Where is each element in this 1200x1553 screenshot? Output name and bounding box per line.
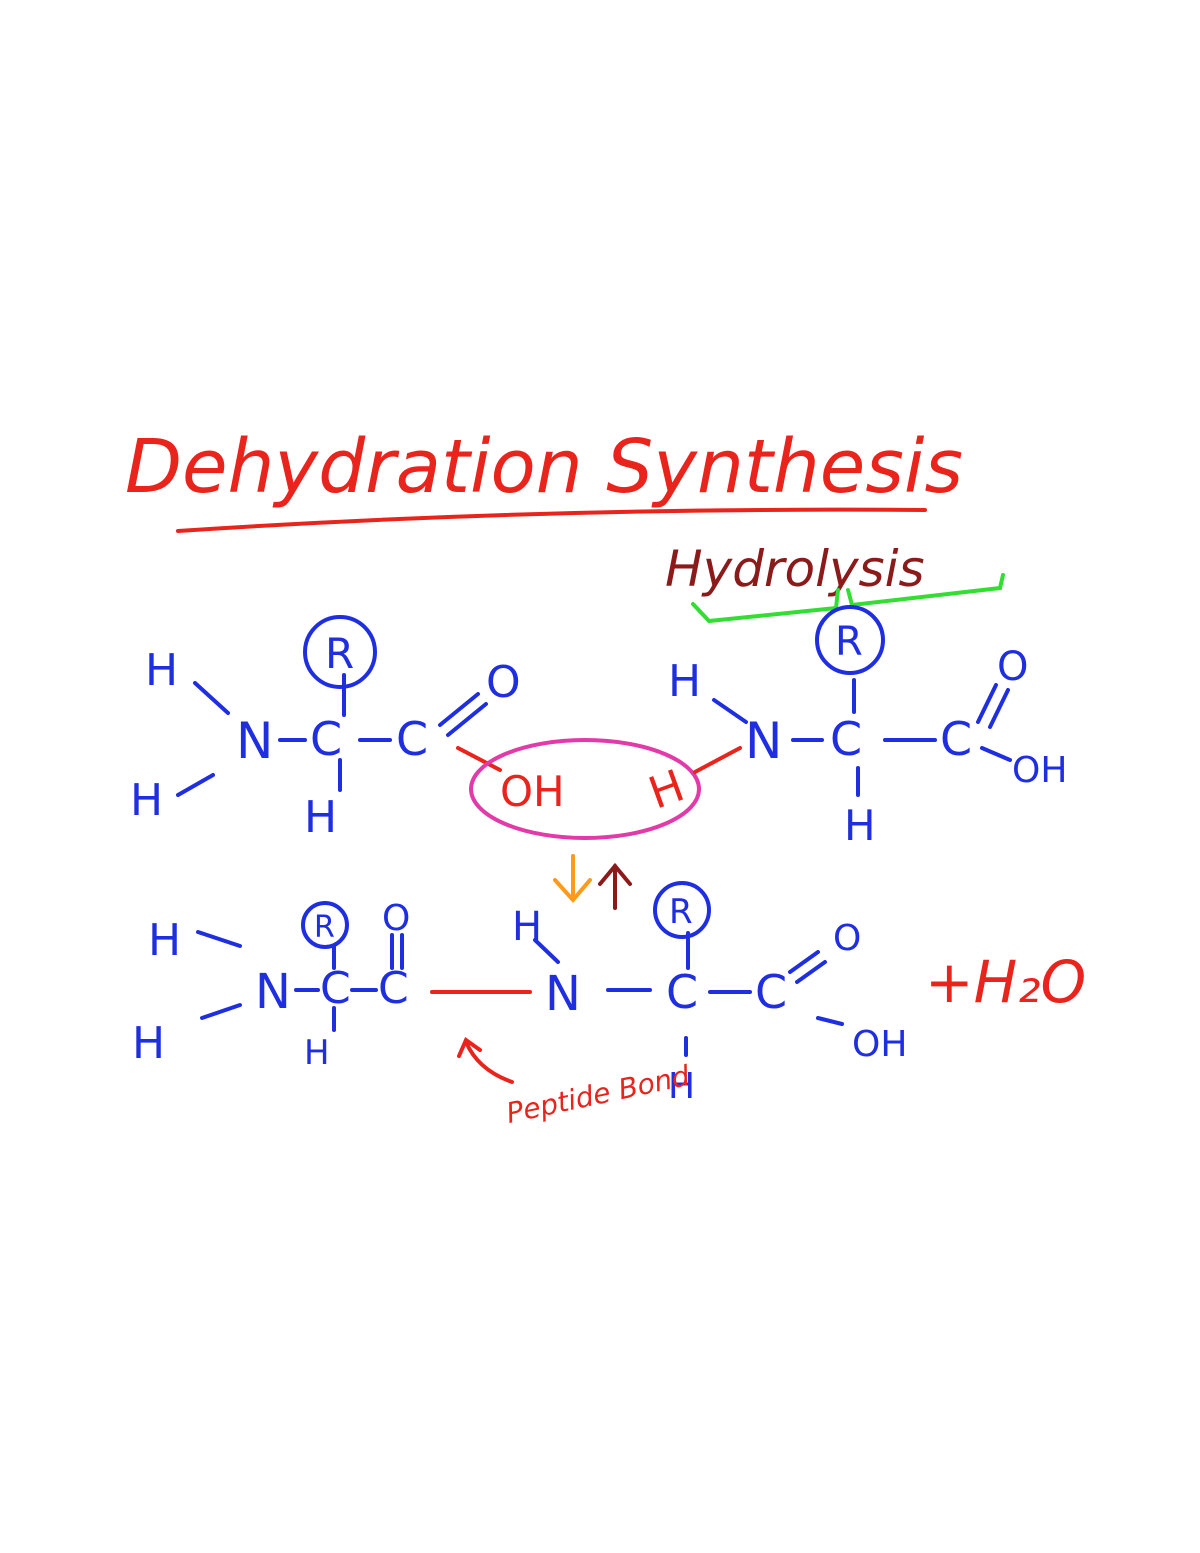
double-bond-line xyxy=(976,683,998,724)
o-atom: O xyxy=(486,657,521,708)
h-atom: H xyxy=(642,760,691,819)
c-atom: C xyxy=(378,963,409,1014)
bond-line xyxy=(980,746,1012,762)
n-atom: N xyxy=(236,712,273,770)
title-underline xyxy=(176,507,927,533)
c-atom: C xyxy=(396,712,428,766)
down-arrow xyxy=(553,854,592,904)
dipeptide-right: H N C R H C O OH xyxy=(512,881,907,1107)
water-removal-ellipse xyxy=(469,738,701,840)
double-bond-line xyxy=(788,950,820,974)
double-bond-line xyxy=(438,692,480,727)
double-bond-line xyxy=(446,702,488,737)
bond-line xyxy=(176,773,215,797)
amino-acid-2: H N C R H C O OH xyxy=(668,605,1067,850)
h-atom: H xyxy=(132,1018,165,1069)
title-text: Dehydration Synthesis xyxy=(125,424,963,510)
bond-line xyxy=(456,746,502,772)
n-atom: N xyxy=(255,964,291,1020)
double-bond-line xyxy=(795,960,827,984)
bond-line xyxy=(196,930,242,948)
r-group-label: R xyxy=(314,910,335,945)
r-group-circle xyxy=(303,615,377,689)
c-atom: C xyxy=(320,963,351,1014)
r-group-circle xyxy=(815,605,885,675)
bond-annotation-arrow xyxy=(464,1040,514,1084)
h-atom: H xyxy=(668,656,701,707)
o-atom: O xyxy=(833,918,861,959)
r-group-label: R xyxy=(669,892,693,932)
h-atom: H xyxy=(145,645,178,696)
hydrolysis-bracket-left xyxy=(691,588,840,624)
c-atom: C xyxy=(940,712,972,766)
bond-line xyxy=(193,681,230,715)
bond-line xyxy=(533,938,560,964)
c-atom: C xyxy=(666,965,698,1019)
hydrolysis-bracket-right xyxy=(846,573,1005,608)
amino-acid-1: H H N C R H C O xyxy=(130,615,521,843)
h-atom: H xyxy=(304,1033,330,1073)
peptide-bond-label: Peptide Bond xyxy=(503,1059,692,1130)
c-atom: C xyxy=(310,712,342,766)
oh-group: OH xyxy=(500,767,565,816)
c-atom: C xyxy=(830,712,862,766)
h-atom: H xyxy=(148,915,181,966)
up-arrow xyxy=(598,862,632,910)
h-atom: H xyxy=(130,775,163,826)
o-atom: O xyxy=(382,898,410,939)
r-group-label: R xyxy=(835,619,863,665)
oh-group: OH xyxy=(1012,750,1067,791)
r-group-circle xyxy=(653,881,711,939)
bond-line xyxy=(816,1016,844,1026)
r-group-label: R xyxy=(325,629,354,678)
bond-line xyxy=(693,746,742,774)
oh-group: OH xyxy=(852,1024,907,1065)
bond-annotation-arrowhead xyxy=(457,1036,482,1058)
n-atom: N xyxy=(745,712,782,770)
h-atom: H xyxy=(844,801,876,850)
c-atom: C xyxy=(755,965,787,1019)
hydrolysis-label: Hydrolysis xyxy=(665,540,925,598)
bond-line xyxy=(200,1003,242,1020)
double-bond-line xyxy=(988,688,1010,729)
r-group-circle xyxy=(301,901,349,949)
h-atom: H xyxy=(304,792,337,843)
h-atom: H xyxy=(668,1066,695,1107)
dipeptide: H H N C R H C O xyxy=(132,898,410,1073)
o-atom: O xyxy=(997,644,1028,690)
bond-line xyxy=(712,698,748,724)
water-product: +H₂O xyxy=(925,948,1086,1016)
n-atom: N xyxy=(545,966,581,1022)
